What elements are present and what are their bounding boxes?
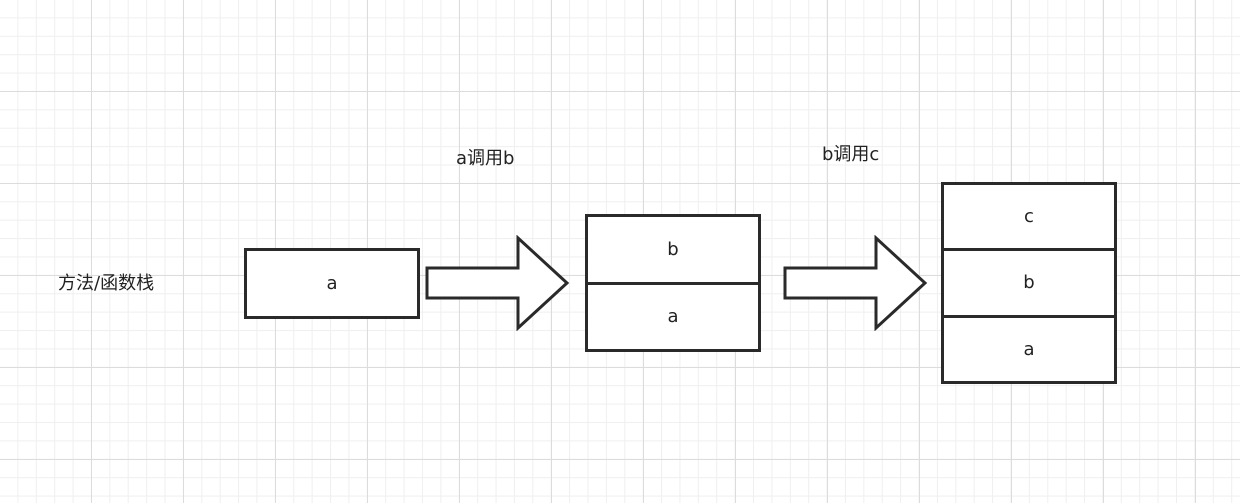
stack-state-2: b a bbox=[585, 214, 761, 352]
stack-state-1: a bbox=[244, 248, 420, 319]
stack-frame-a: a bbox=[588, 281, 758, 350]
stack-frame-a: a bbox=[326, 273, 338, 294]
stack-label: 方法/函数栈 bbox=[58, 273, 155, 294]
stack-frame-c: c bbox=[1024, 206, 1034, 228]
arrow-label-a-calls-b: a调用b bbox=[456, 148, 515, 169]
call-arrow-icon bbox=[425, 235, 570, 331]
stack-frame-b: b bbox=[944, 248, 1114, 314]
stack-frame-a: a bbox=[944, 314, 1114, 381]
call-arrow-icon bbox=[783, 235, 928, 331]
stack-frame-b: b bbox=[667, 238, 679, 260]
arrow-label-b-calls-c: b调用c bbox=[822, 144, 880, 165]
stack-state-3: c b a bbox=[941, 182, 1117, 384]
